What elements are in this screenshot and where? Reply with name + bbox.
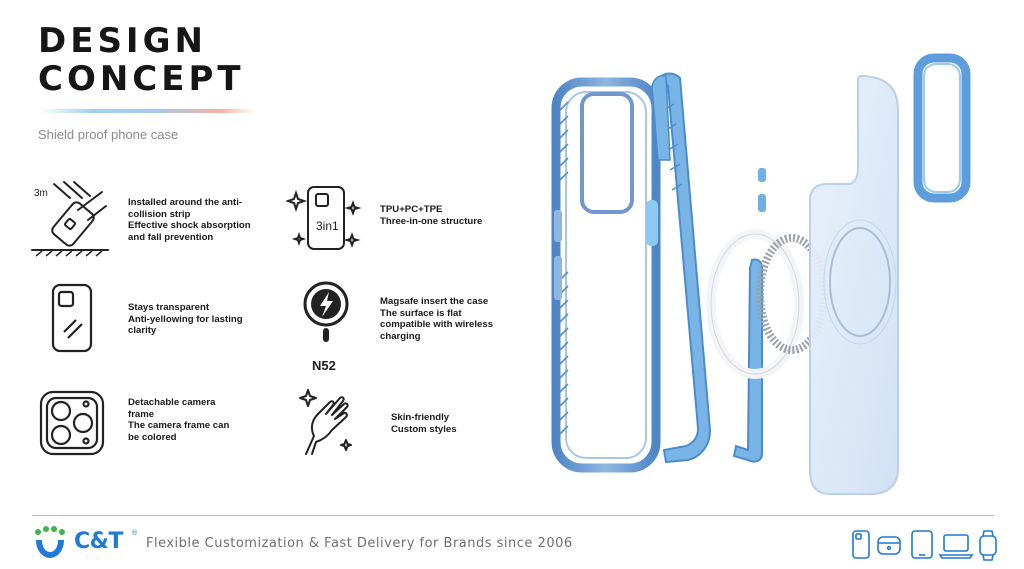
footer-divider [32, 515, 994, 516]
title-line-2: CONCEPT [38, 59, 245, 99]
phone-icon [852, 530, 870, 559]
blue-bumper-strip [646, 72, 766, 464]
brand-logo-icon [35, 526, 65, 558]
three-in-one-icon: 3in1 [286, 186, 362, 250]
hand-sparkle-icon [299, 389, 352, 455]
laptop-icon [938, 534, 974, 559]
drop-height-label: 3m [34, 188, 48, 199]
camera-ring [913, 53, 971, 203]
camera-frame-icon [39, 390, 105, 456]
title-underline [38, 109, 254, 113]
clear-case-frame [551, 77, 661, 473]
clear-back-plate [809, 74, 899, 495]
title-line-1: DESIGN [38, 21, 207, 61]
transparent-phone-icon [51, 283, 93, 353]
phone-case-exploded-illustration [551, 53, 971, 495]
brand-trademark: ® [132, 530, 138, 537]
feature-drop-text: Installed around the anti-collision stri… [128, 197, 251, 243]
magnet-charging-icon [303, 281, 349, 342]
page-title: DESIGN CONCEPT [38, 22, 245, 98]
tablet-icon [911, 530, 933, 559]
device-icons-row [852, 530, 997, 561]
magsafe-rings [706, 229, 828, 379]
magnet-grade-label: N52 [312, 358, 336, 373]
watch-icon [979, 530, 997, 561]
brand-tagline: Flexible Customization & Fast Delivery f… [146, 536, 573, 551]
subtitle: Shield proof phone case [38, 127, 179, 142]
earbuds-case-icon [877, 536, 901, 555]
three-in-one-label: 3in1 [316, 219, 339, 233]
phone-drop-icon: 3m [31, 181, 109, 257]
brand-name: C&T [74, 529, 123, 554]
